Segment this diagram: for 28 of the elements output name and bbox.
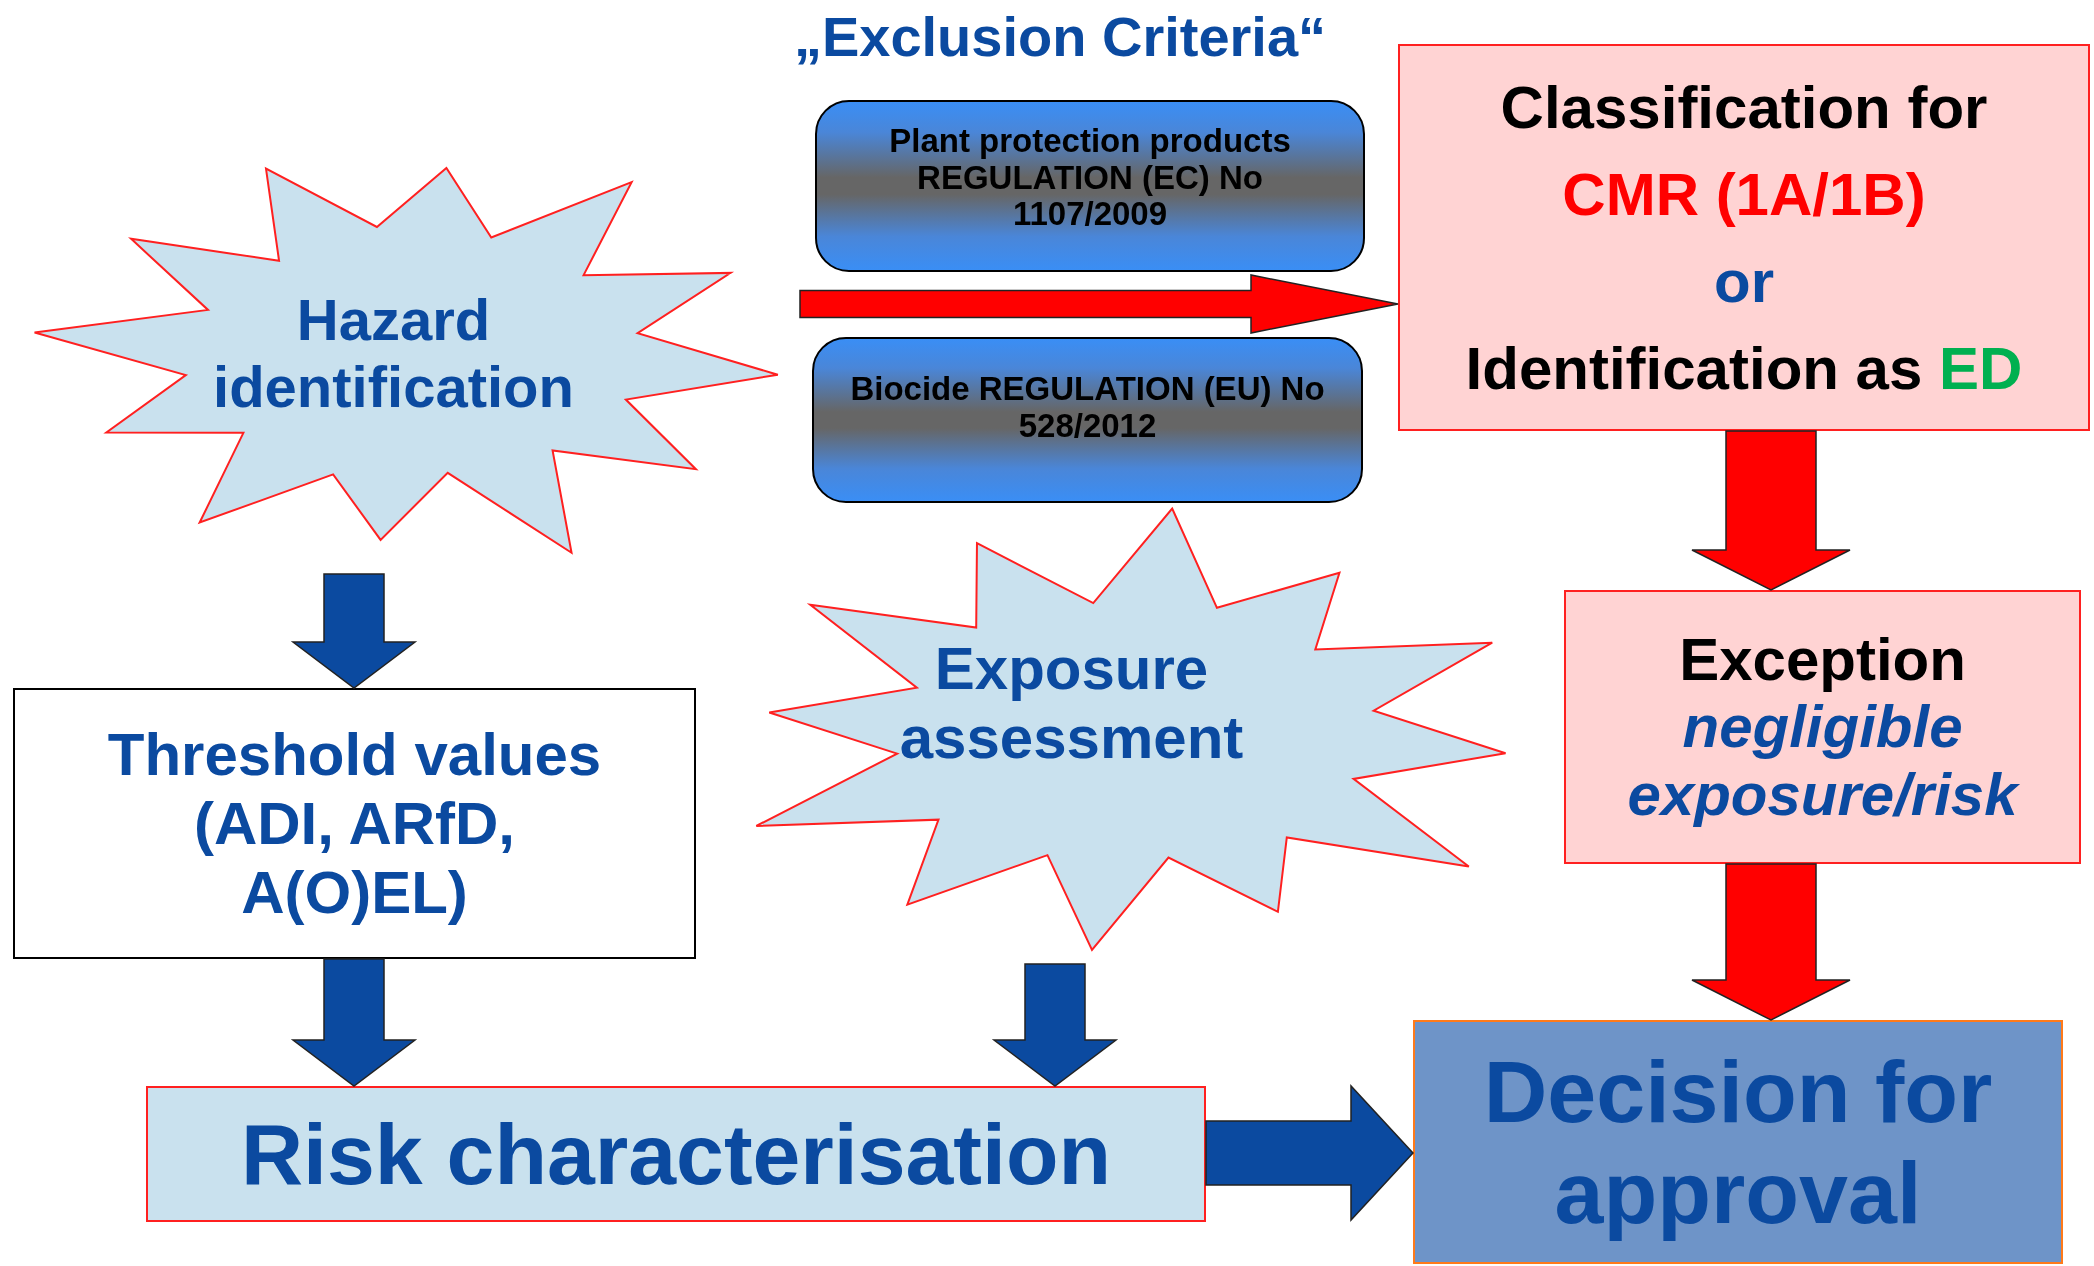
node-label: Classification for: [1500, 72, 1988, 143]
regulation-box: [815, 100, 1365, 272]
node-label: Exposure assessment: [898, 633, 1245, 772]
node-label: Plant protection products REGULATION (EC) No 1107/2009: [888, 122, 1292, 234]
process-box: [146, 1086, 1206, 1222]
node-label: Biocide REGULATION (EU) No 528/2012: [849, 371, 1326, 445]
block-arrow: [290, 573, 418, 689]
heading: „Exclusion Criteria“: [792, 4, 1328, 69]
node-label: Decision for approval: [1482, 1040, 1994, 1244]
exception-box: [1564, 590, 2081, 864]
node-label: Threshold values (ADI, ARfD, A(O)EL): [106, 720, 603, 927]
block-arrow: [1691, 430, 1851, 591]
block-arrow: [1691, 863, 1851, 1021]
block-arrow: [991, 963, 1119, 1087]
decision-box: [1413, 1020, 2063, 1264]
node-label: negligible exposure/risk: [1626, 693, 2021, 828]
node-label: or: [1714, 246, 1774, 317]
process-box: [13, 688, 696, 959]
node-label: CMR (1A/1B): [1562, 159, 1926, 230]
node-label: Risk characterisation: [241, 1105, 1111, 1203]
regulation-box: [812, 337, 1363, 503]
block-arrow: [799, 274, 1399, 334]
node-label: Exception: [1679, 626, 1966, 694]
node-label: Identification as ED: [1465, 333, 2023, 404]
node-label: Hazard identification: [212, 287, 575, 421]
block-arrow: [290, 958, 418, 1087]
block-arrow: [1205, 1084, 1415, 1222]
criteria-box: [1398, 44, 2090, 431]
